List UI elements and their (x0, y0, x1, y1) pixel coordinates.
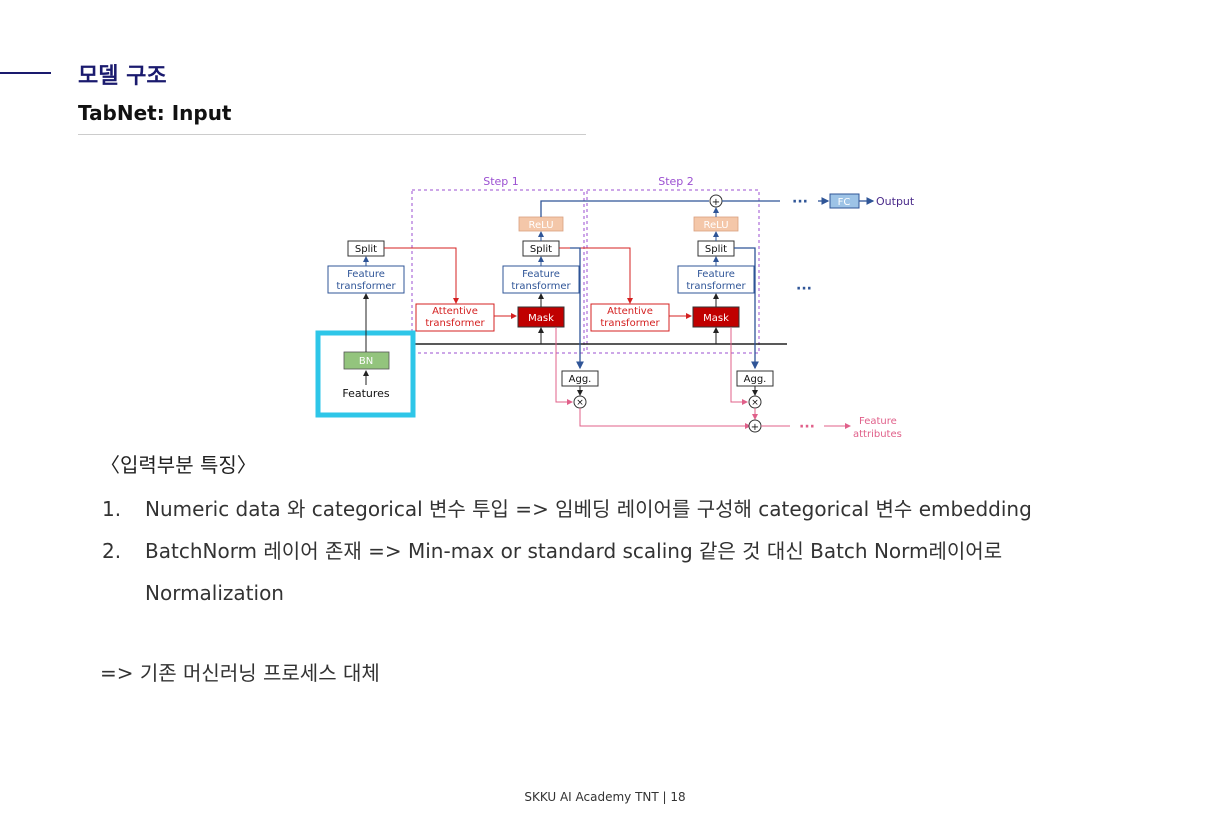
split-label-0: Split (355, 244, 377, 255)
feature-transformer-2-line1: Feature (697, 269, 735, 280)
mult-symbol-1: × (576, 398, 584, 408)
bn-label: BN (359, 356, 373, 367)
feature-transformer-2-line2: transformer (686, 281, 746, 292)
feature-transformer-1-line2: transformer (511, 281, 571, 292)
relu1-to-output-line (540, 200, 709, 217)
split1-to-agg1-line (570, 247, 584, 370)
attribute-ellipsis: ··· (799, 419, 815, 435)
list-item-text: Numeric data 와 categorical 변수 투입 => 임베딩 … (145, 497, 1032, 521)
list-item: 2. BatchNorm 레이어 존재 => Min-max or standa… (100, 530, 1100, 614)
feature-transformer-2 (677, 265, 755, 294)
output-ellipsis: ··· (792, 194, 808, 210)
feature-list: 1. Numeric data 와 categorical 변수 투입 => 임… (100, 488, 1100, 614)
output-sum-symbol: + (712, 197, 720, 208)
split0-to-attentive1-arrow (384, 247, 459, 304)
attentive-1-line1: Attentive (432, 306, 478, 317)
split-label-1: Split (530, 244, 552, 255)
attribute-sum-symbol: + (751, 422, 759, 433)
output-label: Output (876, 195, 915, 208)
step1-box (411, 189, 585, 354)
middle-ellipsis: ··· (796, 281, 812, 297)
mult-symbol-2: × (751, 398, 759, 408)
step2-label: Step 2 (658, 175, 694, 188)
feature-transformer-1-line1: Feature (522, 269, 560, 280)
step1-label: Step 1 (483, 175, 519, 188)
page-footer: SKKU AI Academy TNT | 18 (524, 790, 686, 804)
list-item-number: 2. (102, 539, 122, 563)
section-heading: 〈입력부분 특징〉 (100, 453, 257, 477)
attentive-transformer-2 (590, 303, 670, 332)
fc-label: FC (838, 197, 851, 208)
split-label-2: Split (705, 244, 727, 255)
feature-transformer-0-line1: Feature (347, 269, 385, 280)
mask-label-2: Mask (703, 313, 729, 324)
agg-label-2: Agg. (744, 374, 767, 385)
feature-attributes-line2: attributes (853, 429, 902, 440)
features-label: Features (342, 387, 390, 400)
slide-subtitle: TabNet: Input (78, 101, 232, 125)
feature-transformer-0-line2: transformer (336, 281, 396, 292)
title-divider (78, 134, 586, 135)
agg-label-1: Agg. (569, 374, 592, 385)
list-item: 1. Numeric data 와 categorical 변수 투입 => 임… (100, 488, 1100, 530)
relu-label-1: ReLU (528, 220, 553, 231)
split2-to-agg2-line (734, 247, 759, 370)
attentive-2-line2: transformer (600, 318, 660, 329)
conclusion-text: => 기존 머신러닝 프로세스 대체 (100, 661, 380, 685)
attentive-transformer-1 (415, 303, 495, 332)
tabnet-architecture-diagram: Step 1 Step 2 BN Features Feature transf… (315, 175, 915, 440)
list-item-number: 1. (102, 497, 122, 521)
feature-attributes-line1: Feature (859, 416, 897, 427)
list-item-text: BatchNorm 레이어 존재 => Min-max or standard … (145, 539, 1003, 605)
mask1-to-mult1-line (555, 327, 573, 405)
step2-box (586, 189, 760, 354)
split1-to-attentive2-arrow (559, 247, 633, 304)
relu-label-2: ReLU (703, 220, 728, 231)
mask-label-1: Mask (528, 313, 554, 324)
mask2-to-mult2-line (730, 327, 748, 405)
slide-title: 모델 구조 (78, 64, 167, 89)
mult1-to-sum-line (579, 408, 751, 429)
title-accent-line (0, 72, 51, 74)
attentive-1-line2: transformer (425, 318, 485, 329)
attentive-2-line1: Attentive (607, 306, 653, 317)
